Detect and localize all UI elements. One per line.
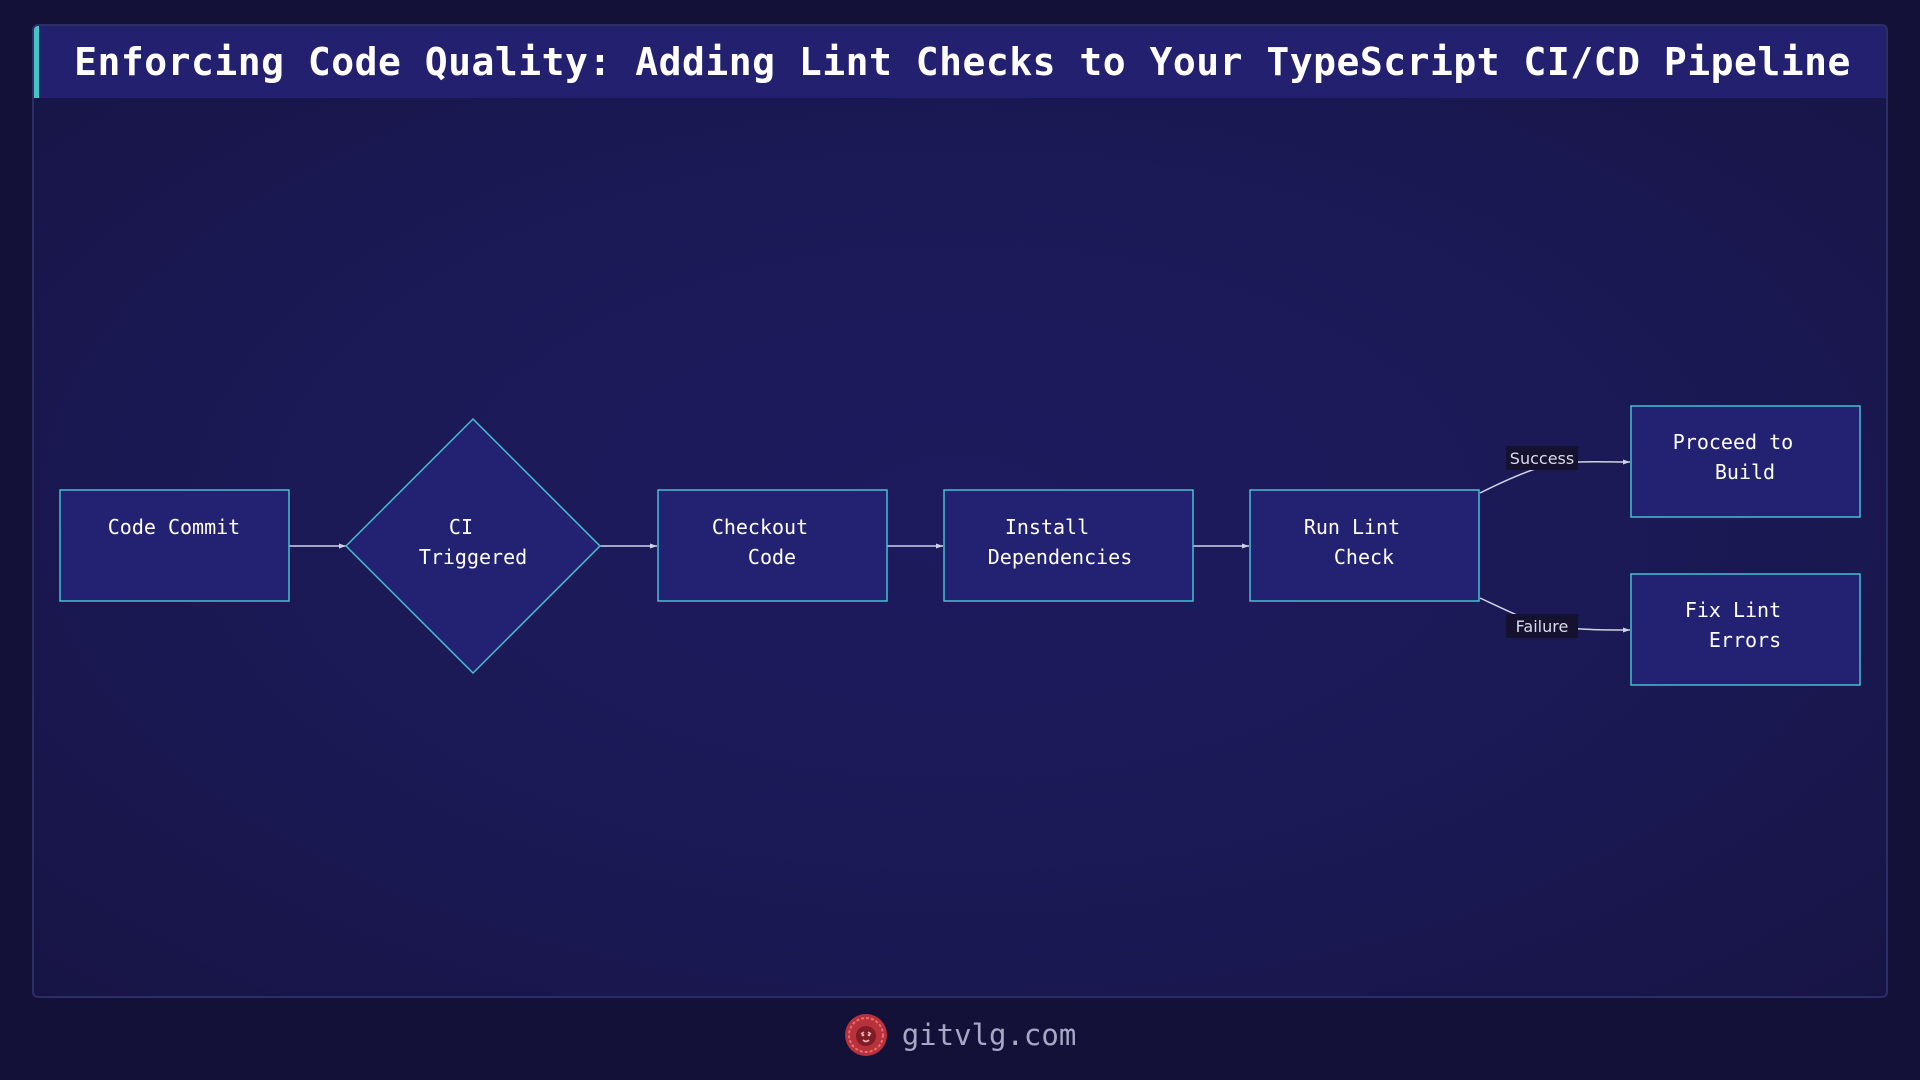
page-title: Enforcing Code Quality: Adding Lint Chec…: [74, 40, 1851, 84]
node-install-dependencies: Install Dependencies: [943, 489, 1194, 602]
node-code-commit: Code Commit: [59, 489, 290, 602]
svg-text:Fix Lint Errors: Fix Lint Errors: [1685, 598, 1793, 652]
node-ci-triggered-line-2: Triggered: [419, 545, 527, 569]
node-run-lint-check: Run Lint Check: [1249, 489, 1480, 602]
edge-label-failure-text: Failure: [1516, 617, 1569, 636]
svg-text:Code Commit: Code Commit: [108, 515, 240, 539]
node-code-commit-line-1: Code Commit: [108, 515, 240, 539]
node-run-lint-check-line-2: Check: [1334, 545, 1394, 569]
title-bar: Enforcing Code Quality: Adding Lint Chec…: [34, 26, 1886, 98]
node-proceed-to-build-line-1: Proceed to: [1673, 430, 1793, 454]
svg-text:Run Lint Check: Run Lint Check: [1304, 515, 1412, 569]
node-install-dependencies-line-1: Install: [1005, 515, 1089, 539]
svg-text:Checkout Code: Checkout Code: [712, 515, 820, 569]
node-fix-lint-errors-line-1: Fix Lint: [1685, 598, 1781, 622]
node-proceed-to-build-line-2: Build: [1715, 460, 1775, 484]
node-install-dependencies-line-2: Dependencies: [988, 545, 1133, 569]
svg-text:CI Triggered: CI Triggered: [419, 515, 527, 569]
edge-label-success: Success: [1506, 446, 1578, 470]
diagram-frame: Enforcing Code Quality: Adding Lint Chec…: [32, 24, 1888, 998]
node-ci-triggered-line-1: CI: [449, 515, 473, 539]
node-checkout-code: Checkout Code: [657, 489, 888, 602]
node-checkout-code-line-2: Code: [748, 545, 796, 569]
footer-site[interactable]: gitvlg.com: [901, 1018, 1077, 1052]
node-checkout-code-line-1: Checkout: [712, 515, 808, 539]
node-ci-triggered: CI Triggered: [344, 417, 602, 675]
node-run-lint-check-line-1: Run Lint: [1304, 515, 1400, 539]
svg-text:Proceed to Build: Proceed to Build: [1673, 430, 1805, 484]
svg-text:Install Dependencies: Install Dependencies: [988, 515, 1133, 569]
lion-logo-icon: [844, 1014, 887, 1056]
node-fix-lint-errors: Fix Lint Errors: [1630, 573, 1861, 686]
node-proceed-to-build: Proceed to Build: [1630, 405, 1861, 518]
edge-label-success-text: Success: [1510, 449, 1574, 468]
edge-label-failure: Failure: [1506, 614, 1578, 638]
node-fix-lint-errors-line-2: Errors: [1709, 628, 1781, 652]
footer: gitvlg.com: [0, 1012, 1920, 1058]
